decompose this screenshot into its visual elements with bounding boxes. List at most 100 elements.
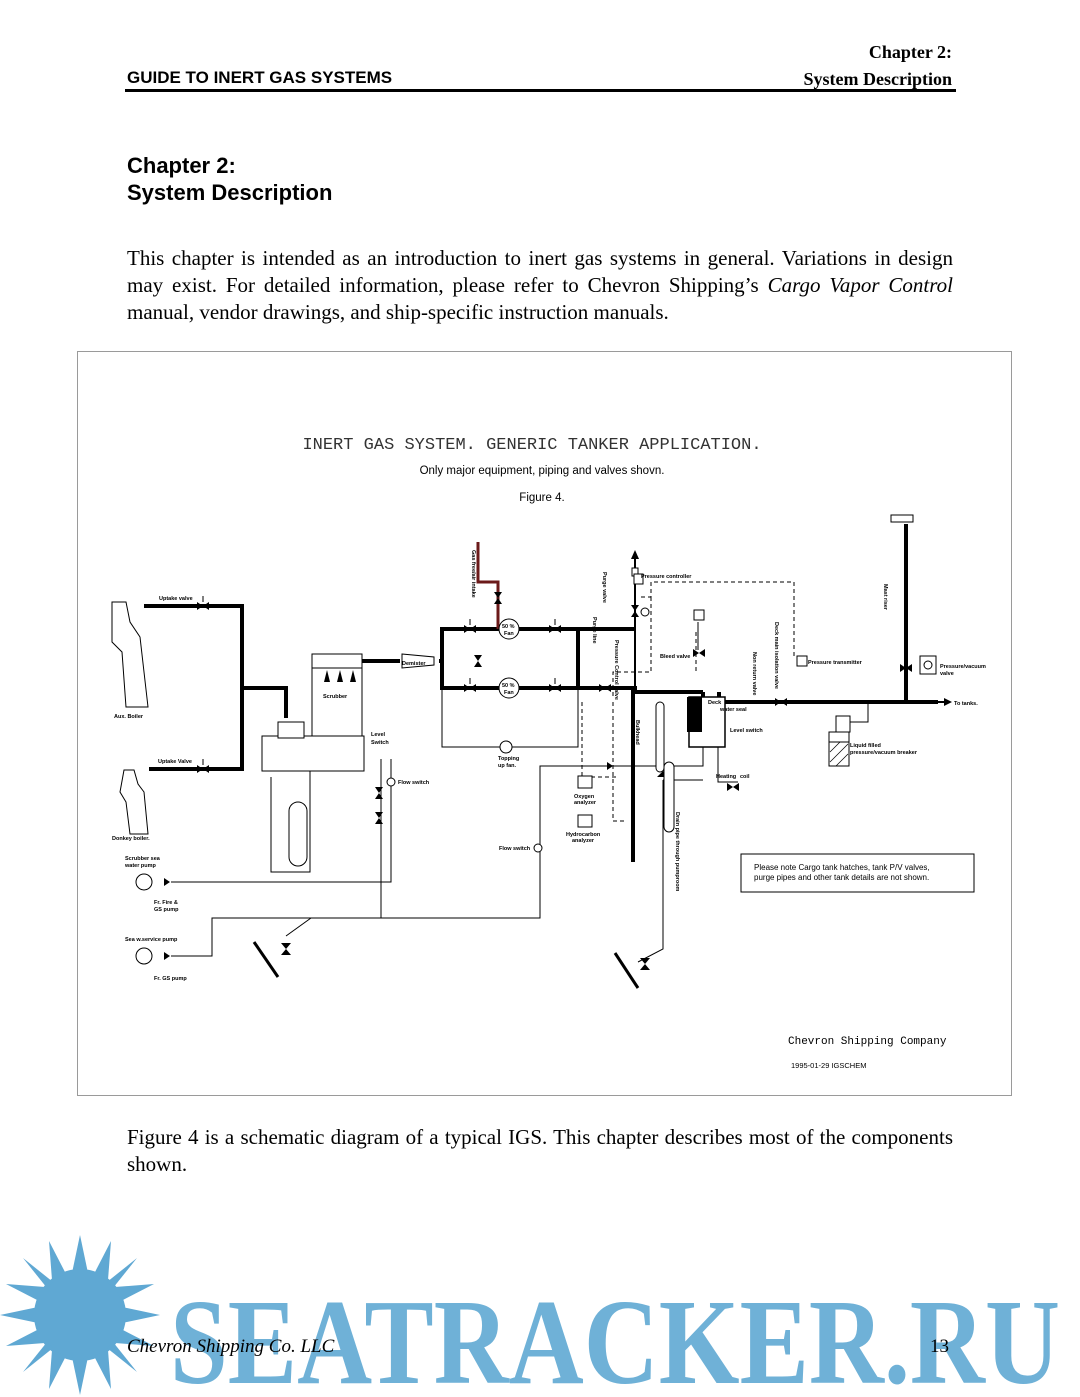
label-level-switch-2: Switch <box>371 740 389 746</box>
watermark: SEATRACKER.RU <box>0 1235 1060 1397</box>
figure-title: INERT GAS SYSTEM. GENERIC TANKER APPLICA… <box>302 436 761 455</box>
label-fan-bottom: 50 % <box>502 683 515 689</box>
label-fan-top: 50 % <box>502 624 515 630</box>
purge-arrow <box>631 550 639 559</box>
label-bleed-valve: Bleed valve <box>660 654 690 660</box>
label-to-tanks: To tanks. <box>954 701 978 707</box>
intro-manual-title: Cargo Vapor Control <box>767 273 953 297</box>
label-fan-bottom-2: Fan <box>504 690 514 696</box>
gas-free-intake-pipe <box>476 542 500 629</box>
label-scrubber-pump-1: Scrubber sea <box>125 856 161 862</box>
deck-water-seal-fill <box>687 697 702 732</box>
label-pressure-control-valve: Pressure Control valve <box>613 640 619 700</box>
sea-chest-1 <box>252 941 280 978</box>
label-liquid-breaker-1: Liquid filled <box>850 743 881 749</box>
header-section: System Description <box>803 69 952 89</box>
label-flow-switch-2: Flow switch <box>499 846 531 852</box>
conclusion-paragraph: Figure 4 is a schematic diagram of a typ… <box>127 1125 953 1176</box>
scrubber-seal-loop <box>288 801 308 867</box>
scrubber-sea-water-pump <box>135 873 153 891</box>
sea-service-pump <box>135 947 153 965</box>
label-non-return-valve: Non return valve <box>751 652 757 695</box>
chapter-heading: Chapter 2: System Description <box>127 152 332 206</box>
label-scrubber: Scrubber <box>323 694 348 700</box>
label-oxygen-analyzer-2: analyzer <box>574 800 597 806</box>
label-flow-switch-1: Flow switch <box>398 780 430 786</box>
watermark-text: SEATRACKER.RU <box>170 1275 1060 1397</box>
fan-bottom <box>498 677 520 699</box>
topping-up-fan <box>499 740 513 754</box>
chapter-heading-title: System Description <box>127 180 333 205</box>
chapter-heading-number: Chapter 2: <box>127 153 236 178</box>
label-service-pump: Sea w.service pump <box>125 937 178 943</box>
label-demister: Demister <box>402 661 426 667</box>
intro-comma: , <box>188 300 195 324</box>
note-box <box>740 853 975 893</box>
label-heating-coil-2: coil <box>740 774 750 780</box>
intro-paragraph: This chapter is intended as an introduct… <box>127 245 953 326</box>
figure-number: Figure 4. <box>519 492 564 504</box>
label-fire-gs-1: Fr. Fire & <box>154 900 178 906</box>
hydrocarbon-analyzer <box>577 814 593 828</box>
to-tanks-arrow <box>944 698 952 706</box>
label-uptake-valve-1: Uptake valve <box>159 596 193 602</box>
pv-breaker <box>828 731 850 767</box>
footer-company: Chevron Shipping Co. LLC <box>127 1336 335 1357</box>
label-fr-gs-pump: Fr. GS pump <box>154 976 187 982</box>
valves <box>164 592 912 970</box>
label-pressure-transmitter: Pressure transmitter <box>808 660 863 666</box>
intro-text-a: This chapter is intended as an introduct… <box>127 246 953 297</box>
intro-text-c: vendor drawings, and ship-specific instr… <box>194 300 669 324</box>
header-chapter: Chapter 2: <box>868 42 952 62</box>
intro-text-b: manual <box>127 300 189 324</box>
label-gas-free-intake: Gas free/air intake <box>470 550 476 598</box>
watermark-sun-logo <box>0 1235 160 1395</box>
label-bulkhead: Bulkhead <box>634 720 640 745</box>
schematic-svg: INERT GAS SYSTEM. GENERIC TANKER APPLICA… <box>111 436 986 1070</box>
note-line-1: Please note Cargo tank hatches, tank P/V… <box>754 863 930 872</box>
label-deck-main-isolation: Deck main isolation valve <box>773 622 779 689</box>
figure-4-schematic: INERT GAS SYSTEM. GENERIC TANKER APPLICA… <box>77 351 1012 1096</box>
header-guide-title: GUIDE TO INERT GAS SYSTEMS <box>127 68 393 87</box>
figure-company: Chevron Shipping Company <box>788 1036 947 1048</box>
figure-subtitle: Only major equipment, piping and valves … <box>420 465 665 477</box>
label-aux-boiler: Aux. Boiler <box>114 714 144 720</box>
label-uptake-valve-2: Uptake Valve <box>158 759 192 765</box>
label-topping-fan-1: Topping <box>498 756 519 762</box>
label-fire-gs-2: GS pump <box>154 907 179 913</box>
label-level-switch-1: Level <box>371 732 386 738</box>
main-piping <box>144 524 938 771</box>
sea-chest-2 <box>613 952 640 989</box>
donkey-boiler <box>119 769 149 835</box>
demister <box>401 653 435 669</box>
label-purge-line: Purge line <box>591 617 597 644</box>
control-lines <box>581 581 795 822</box>
label-topping-fan-2: up fan. <box>498 763 516 769</box>
valve-handles <box>202 514 937 765</box>
label-liquid-breaker-2: pressure/vacuum breaker <box>850 750 918 756</box>
label-fan-top-2: Fan <box>504 631 514 637</box>
fan-top <box>498 618 520 640</box>
drain-pipe-loop <box>663 761 675 833</box>
scrubber-inlet <box>277 721 305 739</box>
label-pv-valve-2: valve <box>940 671 954 677</box>
label-mast-riser: Mast riser <box>882 584 888 611</box>
thin-piping <box>171 688 738 963</box>
label-hc-analyzer-1: Hydrocarbon <box>566 832 601 838</box>
label-donkey-boiler: Donkey boiler. <box>112 836 150 842</box>
label-deck-water-seal-2: water seal <box>719 707 747 713</box>
scrubber-bottom <box>261 735 365 772</box>
label-scrubber-pump-2: water pump <box>124 863 157 869</box>
label-purge-valve: Purge valve <box>601 572 607 603</box>
label-oxygen-analyzer-1: Oxygen <box>574 794 595 800</box>
aux-boiler <box>111 601 149 708</box>
header-rule <box>125 89 956 92</box>
label-deck-water-seal-1: Deck <box>708 700 722 706</box>
footer-page-number: 13 <box>930 1336 949 1357</box>
label-pressure-controller: Pressure controller <box>641 574 692 580</box>
label-pv-valve-1: Pressure/vacuum <box>940 664 986 670</box>
label-hc-analyzer-2: analyzer <box>572 838 595 844</box>
oxygen-analyzer <box>577 775 593 789</box>
label-heating-coil-1: Heating <box>716 774 736 780</box>
label-drain-pipe: Drain pipe through pumproom <box>674 812 680 892</box>
